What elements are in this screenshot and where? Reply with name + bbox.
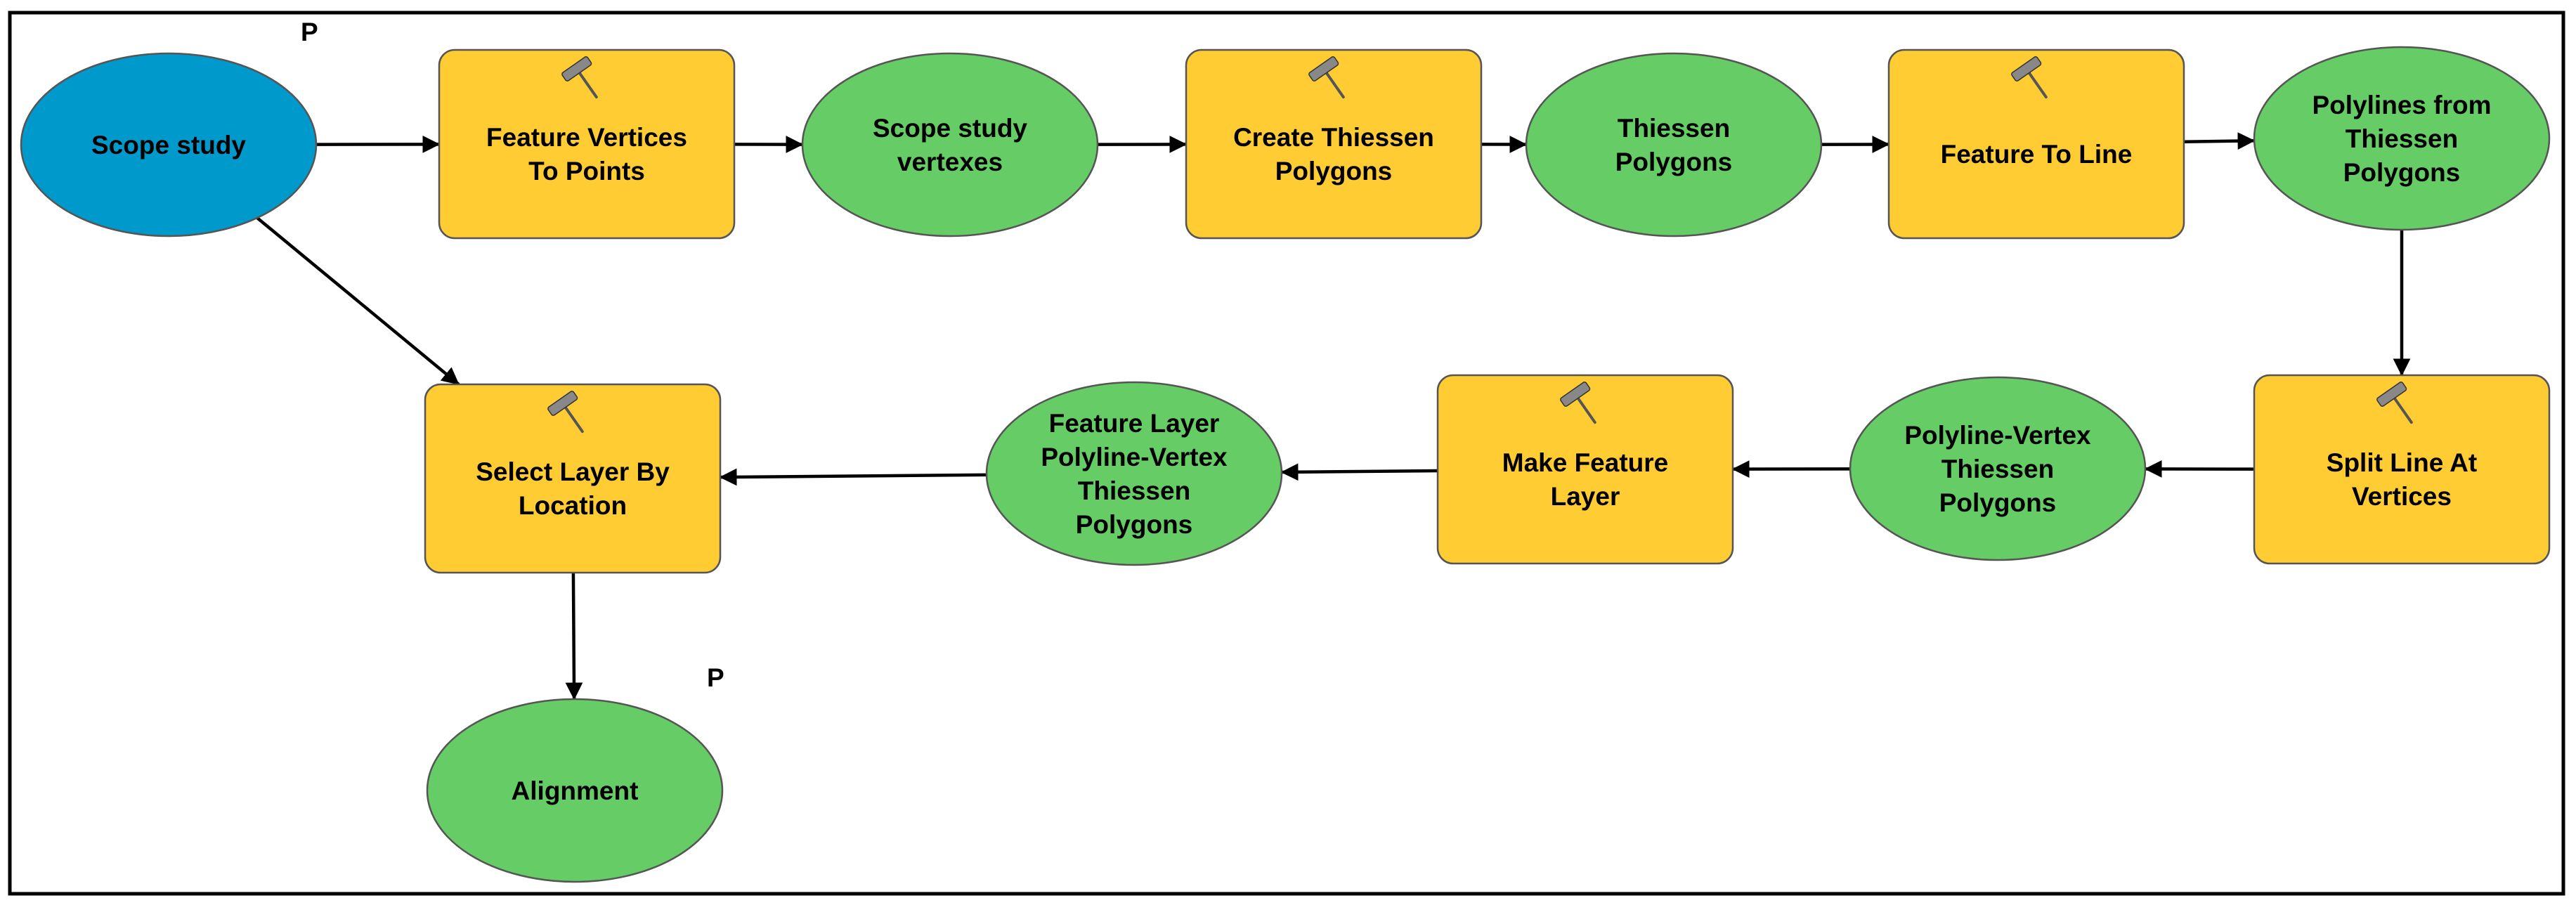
node-label-line: Create Thiessen <box>1233 123 1434 152</box>
data-ellipse[interactable] <box>985 381 1283 566</box>
node-label-line: Split Line At <box>2327 448 2477 477</box>
connector-feature_layer_polyline_vertex-to-select_layer_by_location <box>719 468 987 486</box>
node-select-layer-by-location[interactable]: Select Layer By Location <box>424 383 722 574</box>
hammer-icon <box>547 391 584 434</box>
data-ellipse[interactable] <box>1849 376 2147 561</box>
tool-box[interactable] <box>438 48 736 240</box>
node-split-line-at-vertices[interactable]: Split Line At Vertices <box>2253 374 2551 565</box>
node-feature-layer-polyline-vertex[interactable]: Feature LayerPolyline-VertexThiessenPoly… <box>985 381 1283 566</box>
node-label-line: Thiessen <box>2346 124 2458 153</box>
node-label-line: Polygons <box>1275 157 1393 185</box>
node-label-line: Thiessen <box>1941 455 2054 483</box>
connector-scope_study-to-select_layer_by_location <box>256 216 460 386</box>
parameter-marker: P <box>301 18 318 46</box>
connectors <box>256 132 2411 701</box>
node-label-line: To Points <box>528 157 645 185</box>
node-label-line: Make Feature <box>1502 448 1669 477</box>
tool-box[interactable] <box>1185 48 1483 240</box>
connector-make_feature_layer-to-feature_layer_polyline_vertex <box>1280 463 1438 481</box>
connector-select_layer_by_location-to-alignment <box>565 572 583 701</box>
node-scope-study-vertexes[interactable]: Scope study vertexes <box>801 52 1099 237</box>
node-label-line: Vertices <box>2352 482 2452 511</box>
node-label-line: Feature Vertices <box>486 123 687 152</box>
node-label-line: Scope study <box>91 131 246 159</box>
node-label-line: Polyline-Vertex <box>1041 443 1228 471</box>
node-feature-to-line[interactable]: Feature To Line <box>1887 48 2185 240</box>
data-ellipse[interactable] <box>801 52 1099 237</box>
node-label-line: Polygons <box>1939 488 2057 517</box>
data-ellipse[interactable] <box>1525 52 1823 237</box>
connector-feature_to_line-to-polylines_from_thiessen <box>2183 132 2256 150</box>
hammer-icon <box>2376 382 2413 424</box>
node-label-line: Feature Layer <box>1049 409 1220 438</box>
node-label-line: Scope study <box>873 114 1027 143</box>
node-label-line: Thiessen <box>1078 476 1190 505</box>
tool-box[interactable] <box>424 383 722 574</box>
node-scope-study[interactable]: Scope study P <box>20 18 318 237</box>
node-label-line: Polylines from <box>2312 91 2492 119</box>
node-label-line: Polygons <box>1615 148 1733 176</box>
data-ellipse[interactable] <box>426 698 724 883</box>
node-feature-vertices-to-points[interactable]: Feature Vertices To Points <box>438 48 736 240</box>
tool-box[interactable] <box>1436 374 1734 565</box>
data-ellipse[interactable] <box>2253 46 2551 231</box>
node-label-line: Location <box>519 491 627 520</box>
hammer-icon <box>561 56 598 99</box>
input-data-ellipse[interactable] <box>20 52 318 237</box>
node-label-line: Polygons <box>1076 510 1193 539</box>
hammer-icon <box>2011 56 2048 99</box>
node-label-line: Polygons <box>2343 158 2461 187</box>
hammer-icon <box>1308 56 1345 99</box>
node-alignment[interactable]: Alignment P <box>426 663 724 883</box>
node-label-line: Thiessen <box>1618 114 1730 143</box>
node-label-line: Select Layer By <box>476 457 670 486</box>
node-label-line: vertexes <box>897 148 1003 176</box>
node-label-line: Feature To Line <box>1941 140 2133 169</box>
tool-box[interactable] <box>1887 48 2185 240</box>
node-label-line: Polyline-Vertex <box>1904 421 2091 450</box>
node-label-line: Layer <box>1551 482 1620 511</box>
parameter-marker: P <box>707 663 724 692</box>
hammer-icon <box>1560 382 1596 424</box>
node-label-line: Alignment <box>512 776 639 805</box>
tool-box[interactable] <box>2253 374 2551 565</box>
